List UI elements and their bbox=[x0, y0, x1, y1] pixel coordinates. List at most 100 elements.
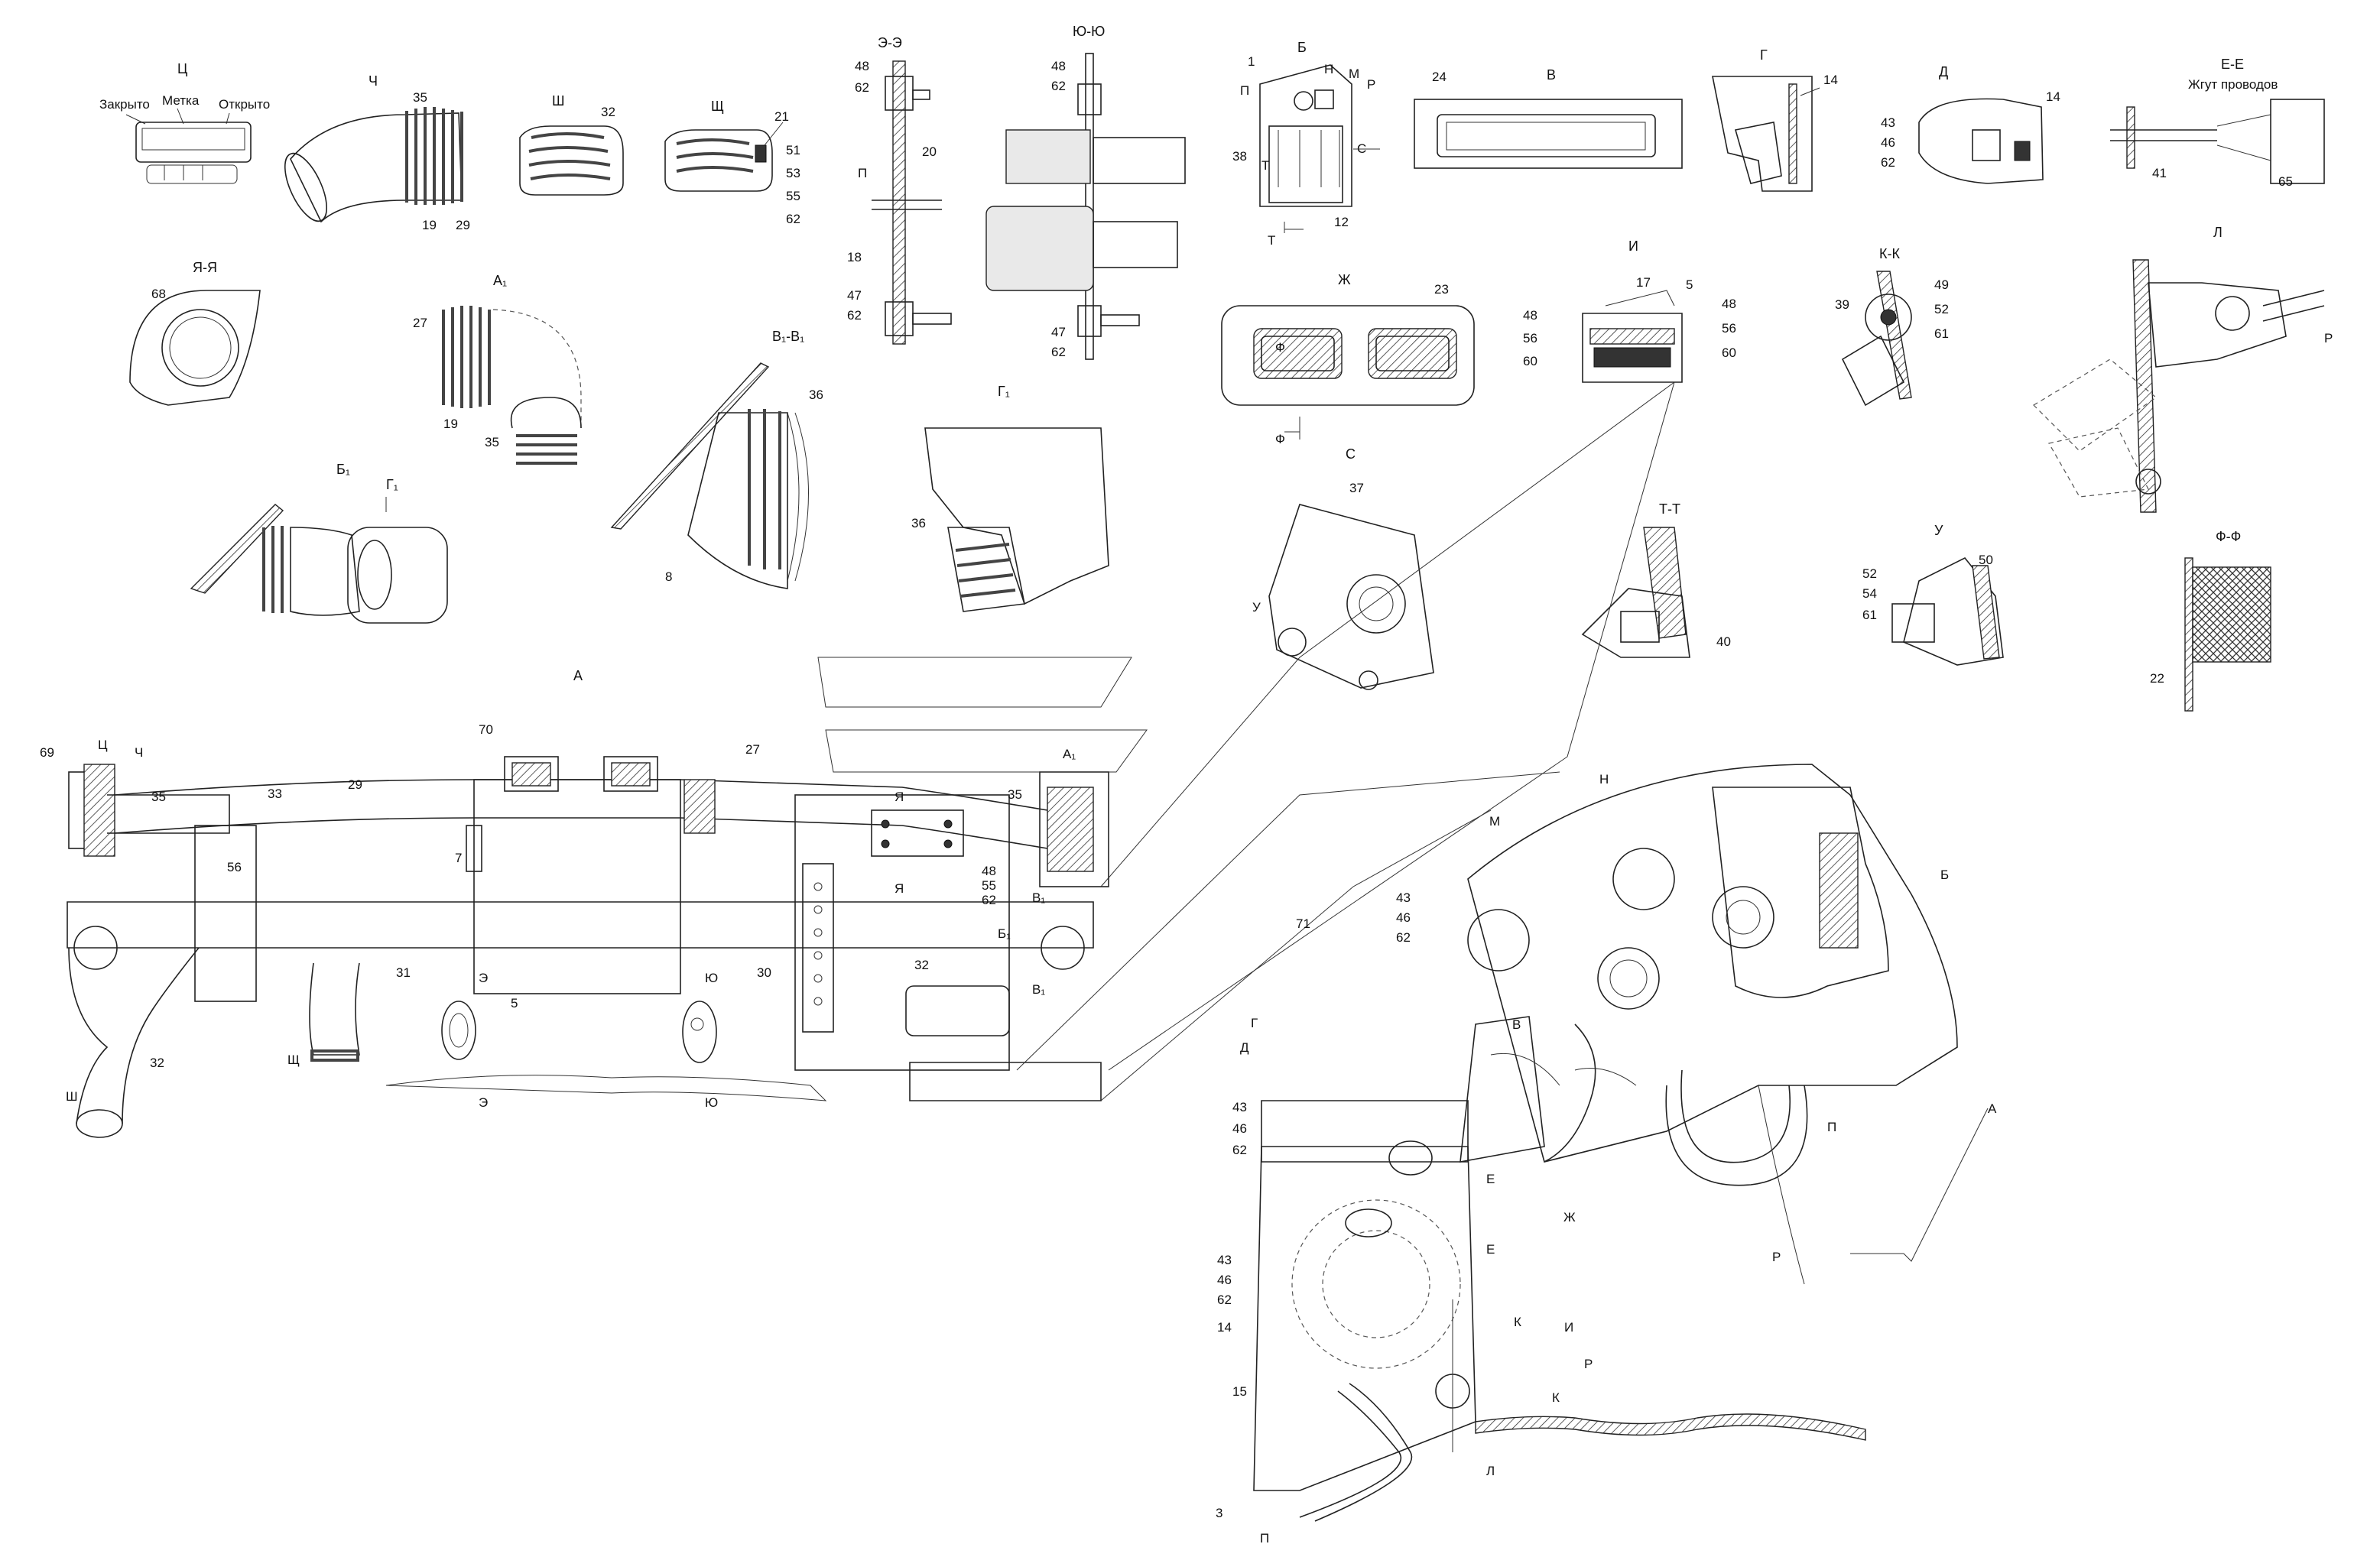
callout: 24 bbox=[1432, 70, 1447, 84]
callout: 8 bbox=[665, 569, 672, 584]
callout: 61 bbox=[1934, 326, 1949, 341]
view-title: В bbox=[1547, 67, 1556, 83]
view-d: Д 43 46 62 14 bbox=[1881, 64, 2060, 184]
callout: Открыто bbox=[219, 97, 270, 112]
callout: 50 bbox=[1979, 553, 1993, 567]
callout: Л bbox=[1486, 1464, 1495, 1478]
callout: 38 bbox=[1232, 149, 1247, 164]
callout: 54 bbox=[1862, 586, 1877, 601]
callout: 14 bbox=[1823, 73, 1838, 87]
callout: Ю bbox=[705, 971, 718, 985]
callout: К bbox=[1514, 1315, 1521, 1329]
callout: 55 bbox=[786, 189, 800, 203]
callout: 14 bbox=[1217, 1320, 1232, 1335]
callout: Е bbox=[1486, 1242, 1495, 1257]
callout: 18 bbox=[847, 250, 862, 264]
section-ee-harness: Е-Е Жгут проводов 41 65 bbox=[2110, 57, 2325, 189]
callout: В₁ bbox=[1032, 982, 1045, 997]
callout: Р bbox=[1367, 77, 1375, 92]
callout: 69 bbox=[40, 745, 54, 760]
callout: 56 bbox=[227, 860, 242, 874]
view-title: У bbox=[1934, 523, 1943, 538]
view-l: Л Р bbox=[2033, 225, 2333, 513]
section-ee: Э-Э 48 62 20 П 18 47 62 bbox=[847, 35, 952, 345]
callout: Б bbox=[1940, 868, 1949, 882]
callout: Т bbox=[1261, 158, 1269, 173]
view-sh: Ш 32 bbox=[519, 93, 624, 196]
callout: 46 bbox=[1217, 1273, 1232, 1287]
view-title: Б₁ bbox=[336, 462, 350, 477]
callout: 33 bbox=[268, 787, 282, 801]
callout: 43 bbox=[1217, 1253, 1232, 1267]
callout: 48 bbox=[1051, 59, 1066, 73]
callout: Т bbox=[1268, 233, 1275, 248]
callout: 49 bbox=[1934, 277, 1949, 292]
callout: 1 bbox=[1248, 54, 1255, 69]
callout: Ф bbox=[1275, 340, 1285, 355]
view-title: Е-Е bbox=[2221, 57, 2244, 72]
callout: Жгут проводов bbox=[2188, 77, 2278, 92]
view-a1: А₁ 27 19 35 bbox=[413, 273, 582, 465]
callout: 37 bbox=[1349, 481, 1364, 495]
view-title: Т-Т bbox=[1659, 501, 1680, 517]
callout: 20 bbox=[922, 144, 937, 159]
callout: Щ bbox=[287, 1053, 300, 1067]
callout: 52 bbox=[1862, 566, 1877, 581]
callout: Б₁ bbox=[998, 926, 1011, 941]
callout: 48 bbox=[1523, 308, 1537, 323]
view-title: Г₁ bbox=[998, 384, 1010, 399]
callout: 39 bbox=[1835, 297, 1849, 312]
callout: 15 bbox=[1232, 1384, 1247, 1399]
callout: Г bbox=[1251, 1016, 1258, 1030]
callout: 43 bbox=[1232, 1100, 1247, 1114]
view-u: У 52 54 61 50 bbox=[1862, 523, 2004, 666]
callout: 32 bbox=[150, 1056, 164, 1070]
callout: 3 bbox=[1216, 1506, 1222, 1520]
view-title: Д bbox=[1939, 64, 1948, 79]
view-b: Б 1 Н М П Р 38 Т С 12 Т bbox=[1232, 40, 1380, 248]
view-title: Ц bbox=[177, 61, 187, 76]
view-title: Э-Э bbox=[878, 35, 902, 50]
callout: 30 bbox=[757, 965, 771, 980]
callout: 62 bbox=[786, 212, 800, 226]
callout: 47 bbox=[847, 288, 862, 303]
callout: 60 bbox=[1523, 354, 1537, 368]
callout: Р bbox=[1772, 1250, 1781, 1264]
callout: 35 bbox=[413, 90, 427, 105]
callout: 22 bbox=[2150, 671, 2164, 686]
callout: 51 bbox=[786, 143, 800, 157]
callout: 35 bbox=[1008, 787, 1022, 802]
view-title: Ю-Ю bbox=[1073, 24, 1105, 39]
callout: П bbox=[1240, 83, 1249, 98]
callout: Э bbox=[479, 971, 488, 985]
callout: 14 bbox=[2046, 89, 2060, 104]
callout: 43 bbox=[1881, 115, 1895, 130]
callout: М bbox=[1349, 66, 1359, 81]
view-title: Ж bbox=[1338, 272, 1351, 287]
callout: 12 bbox=[1334, 215, 1349, 229]
callout: 27 bbox=[745, 742, 760, 757]
callout: 41 bbox=[2152, 166, 2167, 180]
callout: К bbox=[1552, 1390, 1560, 1405]
callout: 62 bbox=[1232, 1143, 1247, 1157]
callout: 36 bbox=[809, 388, 823, 402]
callout: 46 bbox=[1881, 135, 1895, 150]
callout: Ц bbox=[98, 738, 108, 752]
callout: 31 bbox=[396, 965, 411, 980]
callout: 40 bbox=[1716, 634, 1731, 649]
callout: Н bbox=[1599, 772, 1609, 787]
callout: 48 bbox=[855, 59, 869, 73]
callout: 70 bbox=[479, 722, 493, 737]
callout: 52 bbox=[1934, 302, 1949, 316]
callout: 29 bbox=[456, 218, 470, 232]
section-yaya: Я-Я 68 bbox=[129, 260, 261, 406]
callout: 47 bbox=[1051, 325, 1066, 339]
callout: 62 bbox=[1396, 930, 1411, 945]
callout: 29 bbox=[348, 777, 362, 792]
callout: У bbox=[1252, 600, 1261, 615]
view-title: Ф-Ф bbox=[2216, 529, 2241, 544]
callout: 17 bbox=[1636, 275, 1651, 290]
callout: 32 bbox=[914, 958, 929, 972]
callout: Я bbox=[895, 881, 904, 896]
